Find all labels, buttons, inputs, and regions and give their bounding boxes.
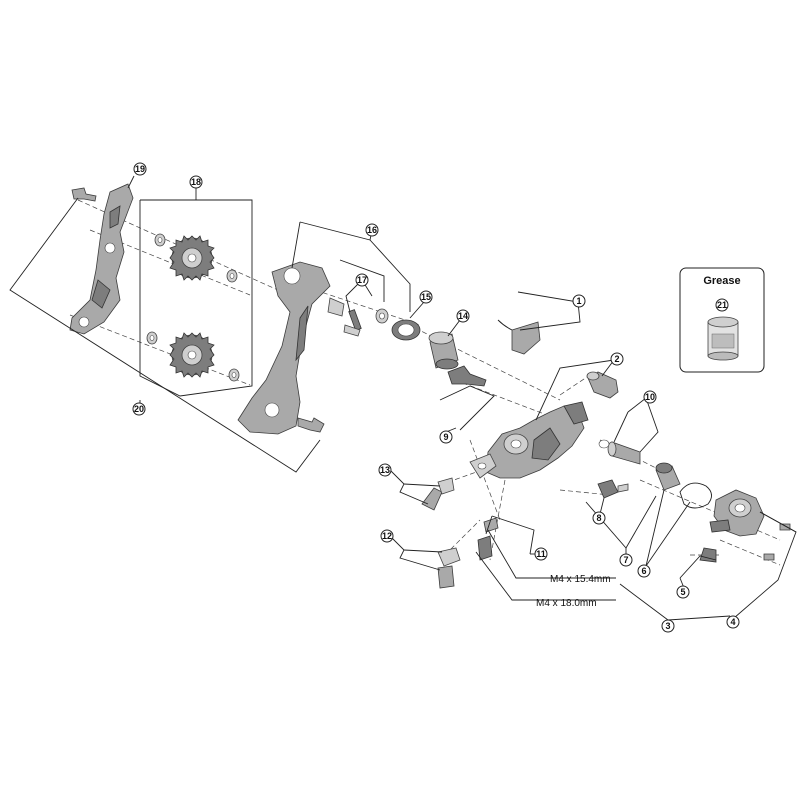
ring-part-15 xyxy=(391,319,421,341)
callout-14: 14 xyxy=(456,309,470,323)
svg-text:15: 15 xyxy=(421,292,431,302)
svg-text:5: 5 xyxy=(680,587,685,597)
bracket-lines xyxy=(9,175,797,621)
o-ring-part xyxy=(679,482,712,509)
clamp-bolt-part-8 xyxy=(597,479,629,499)
svg-text:13: 13 xyxy=(380,465,390,475)
callout-3: 3 xyxy=(661,619,675,633)
callout-17: 17 xyxy=(355,273,369,287)
callout-13: 13 xyxy=(378,463,392,477)
pivot-axle-part-10 xyxy=(598,439,641,465)
grease-box: Grease xyxy=(679,267,765,373)
bolt-spec-short: M4 x 15.4mm xyxy=(550,574,611,585)
bolt-part-12 xyxy=(437,547,461,589)
callout-20: 20 xyxy=(132,402,146,416)
clutch-cover-part-4 xyxy=(709,489,791,561)
svg-text:11: 11 xyxy=(536,549,546,559)
main-body-knuckle xyxy=(469,401,589,479)
svg-text:12: 12 xyxy=(382,531,392,541)
callout-16: 16 xyxy=(365,223,379,237)
spring-part-1 xyxy=(497,319,541,355)
callout-15: 15 xyxy=(419,290,433,304)
svg-text:2: 2 xyxy=(614,354,619,364)
svg-text:10: 10 xyxy=(645,392,655,402)
stopper-part-9 xyxy=(447,365,487,387)
plate-part-5 xyxy=(699,547,717,563)
callout-18: 18 xyxy=(189,175,203,189)
svg-text:18: 18 xyxy=(191,177,201,187)
bushing-part-14 xyxy=(428,331,459,370)
callout-5: 5 xyxy=(676,585,690,599)
grease-title: Grease xyxy=(703,275,740,287)
callout-9: 9 xyxy=(439,430,453,444)
svg-text:4: 4 xyxy=(730,617,735,627)
cylinder-part-6 xyxy=(655,462,681,491)
svg-text:8: 8 xyxy=(596,513,601,523)
grease-jar-icon xyxy=(707,316,739,361)
callout-1: 1 xyxy=(572,294,586,308)
upper-pulley xyxy=(154,233,238,283)
callout-10: 10 xyxy=(643,390,657,404)
svg-text:20: 20 xyxy=(134,404,144,414)
lower-pulley xyxy=(146,331,240,382)
svg-text:21: 21 xyxy=(717,300,727,310)
pulley-set-part-18 xyxy=(146,233,240,382)
callout-7: 7 xyxy=(619,553,633,567)
svg-text:9: 9 xyxy=(443,432,448,442)
outer-plate-part-19 xyxy=(69,183,134,335)
adjust-screws-part-11 xyxy=(477,517,499,561)
svg-text:6: 6 xyxy=(641,566,646,576)
callout-19: 19 xyxy=(133,162,147,176)
svg-text:1: 1 xyxy=(576,296,581,306)
callout-6: 6 xyxy=(637,564,651,578)
svg-text:3: 3 xyxy=(665,621,670,631)
callout-2: 2 xyxy=(610,352,624,366)
axle-part-2 xyxy=(586,371,619,399)
svg-text:7: 7 xyxy=(623,555,628,565)
callout-12: 12 xyxy=(380,529,394,543)
svg-text:16: 16 xyxy=(367,225,377,235)
svg-text:14: 14 xyxy=(458,311,468,321)
svg-text:19: 19 xyxy=(135,164,145,174)
b-tension-bolt-part-13 xyxy=(421,477,455,511)
callout-8: 8 xyxy=(592,511,606,525)
callout-4: 4 xyxy=(726,615,740,629)
bolt-spec-long: M4 x 18.0mm xyxy=(536,598,597,609)
svg-text:17: 17 xyxy=(357,275,367,285)
callout-11: 11 xyxy=(534,547,548,561)
callout-21: 21 xyxy=(715,298,729,312)
inner-plate-part-16 xyxy=(237,261,389,435)
